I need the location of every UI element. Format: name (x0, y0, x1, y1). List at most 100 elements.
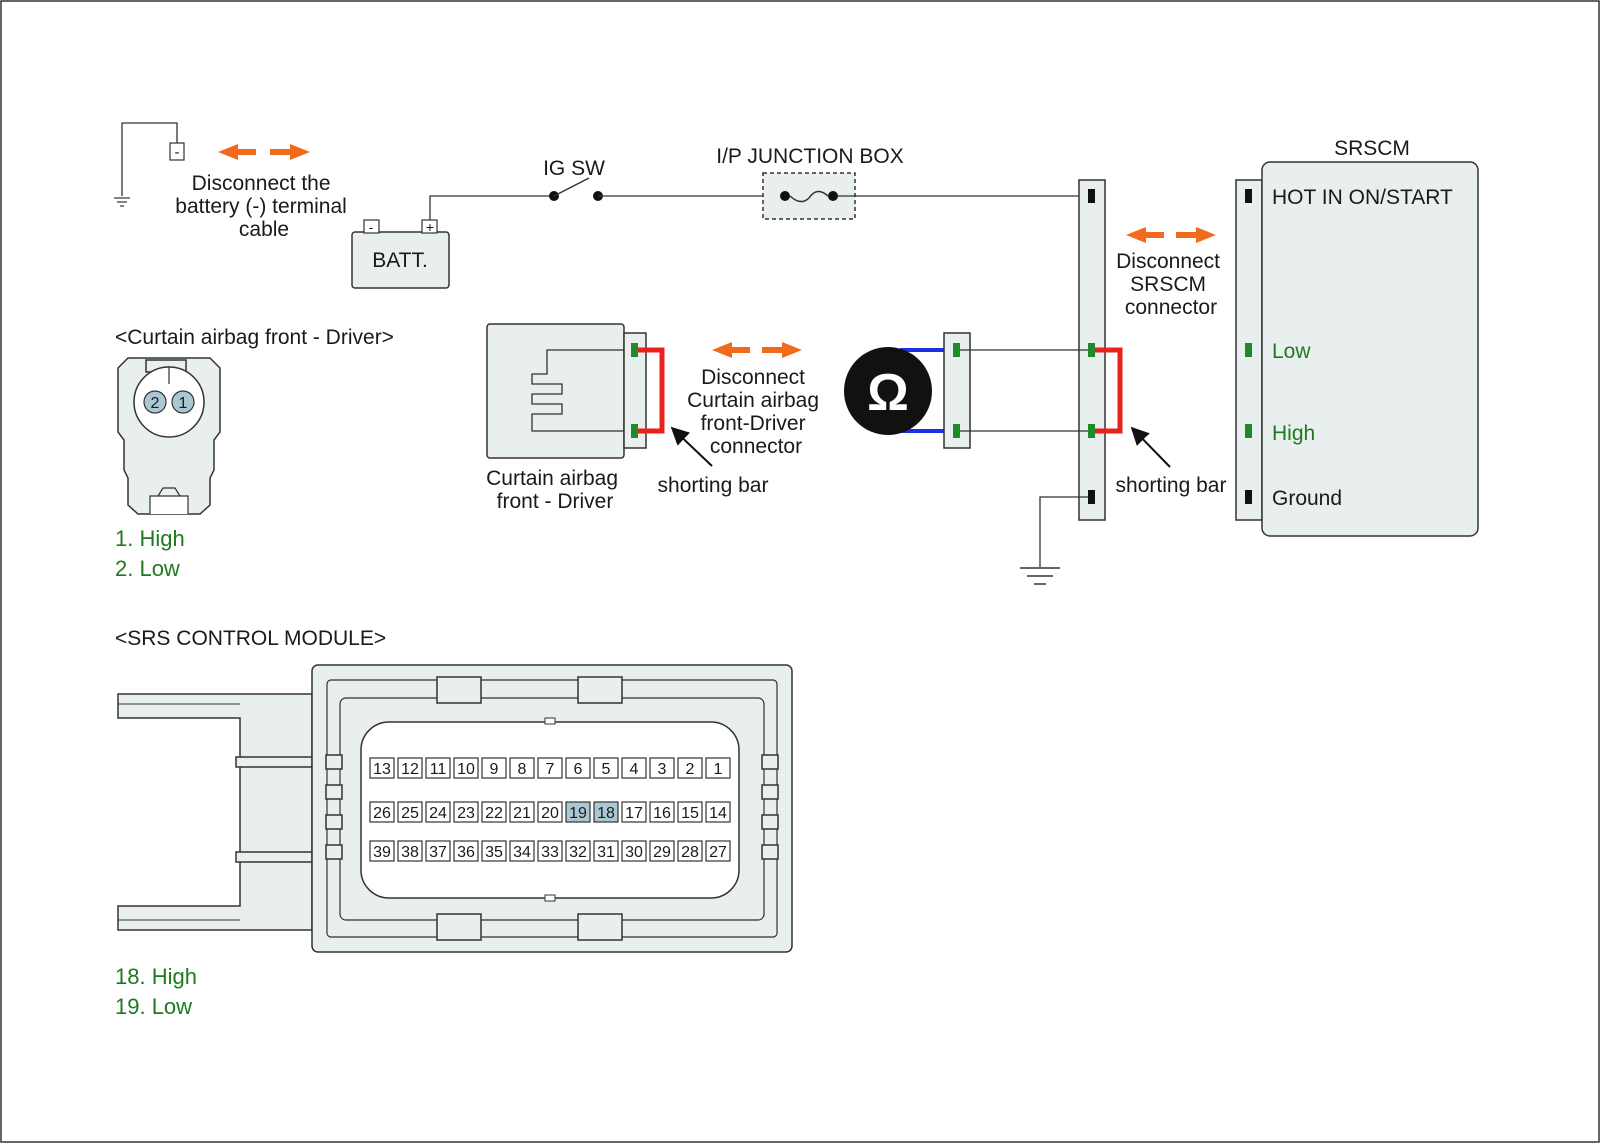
curtain-pin-2-label: 2 (151, 395, 160, 412)
srs-pin-label-4: 4 (630, 761, 639, 778)
srs-pin-37 (425, 840, 451, 862)
srs-pin-label-35: 35 (485, 844, 503, 861)
srs-pin-label-25: 25 (401, 805, 419, 822)
srs-pin-28 (677, 840, 703, 862)
srs-pin-label-31: 31 (597, 844, 615, 861)
ip-junction-box: I/P JUNCTION BOX (716, 145, 904, 220)
srs-pin-label-18: 18 (597, 805, 615, 822)
srs-pin-21 (509, 801, 535, 823)
ip-junction-box-label: I/P JUNCTION BOX (716, 145, 903, 168)
svg-text:+: + (426, 219, 434, 235)
srs-pin-16 (649, 801, 675, 823)
srs-pin-20 (537, 801, 563, 823)
srs-pin-38 (397, 840, 423, 862)
curtain-connector-title: <Curtain airbag front - Driver> (115, 326, 394, 349)
probe-terminal-high (953, 424, 960, 438)
srs-pin-39 (369, 840, 395, 862)
srscm-ground-label: Ground (1272, 487, 1342, 510)
srs-pin-12 (397, 757, 423, 779)
srs-pin-label-23: 23 (457, 805, 475, 822)
srscm-high-label: High (1272, 422, 1315, 445)
disconnect-srscm-label: Disconnect SRSCM connector (1116, 250, 1226, 319)
curtain-pin-1-label: 1 (179, 395, 188, 412)
srs-pin-22 (481, 801, 507, 823)
srs-pin-26 (369, 801, 395, 823)
srs-pin-label-16: 16 (653, 805, 671, 822)
srs-pin-label-27: 27 (709, 844, 727, 861)
svg-text:-: - (175, 144, 180, 161)
srs-pin-11 (425, 757, 451, 779)
srs-pin-label-22: 22 (485, 805, 503, 822)
srs-pin-33 (537, 840, 563, 862)
shorting-bar-label-right: shorting bar (1116, 474, 1227, 497)
srscm-module (1261, 161, 1479, 537)
srs-pin-6 (565, 757, 591, 779)
hot-in-label: HOT IN ON/START (1272, 186, 1453, 209)
srs-pin-5 (593, 757, 619, 779)
disconnect-arrows-curtain (712, 342, 802, 358)
curtain-pin-2 (143, 390, 167, 414)
shorting-bar-pointer-left (670, 426, 713, 467)
srs-pin-14 (705, 801, 731, 823)
chassis-ground (1020, 496, 1088, 585)
srs-pin-23 (453, 801, 479, 823)
srs-pin-29 (649, 840, 675, 862)
srs-pin-24 (425, 801, 451, 823)
srs-pin-label-7: 7 (546, 761, 555, 778)
batt-label: BATT. (372, 249, 428, 272)
srs-pin-label-39: 39 (373, 844, 391, 861)
srs-pin-label-8: 8 (518, 761, 527, 778)
shorting-bar-label-left: shorting bar (658, 474, 769, 497)
srs-pin-label-28: 28 (681, 844, 699, 861)
srs-legend-low: 19. Low (115, 994, 192, 1019)
shorting-bar-pointer-right (1130, 426, 1171, 468)
curtain-connector-face (117, 357, 221, 515)
srs-pin-31 (593, 840, 619, 862)
battery-ground-symbol: - (114, 122, 185, 207)
srs-pin-label-29: 29 (653, 844, 671, 861)
battery: - + BATT. (351, 219, 450, 289)
ohm-symbol: Ω (867, 364, 909, 422)
srs-pin-4 (621, 757, 647, 779)
srs-legend-high: 18. High (115, 964, 197, 989)
curtain-terminal-high (631, 343, 638, 357)
srs-pin-36 (453, 840, 479, 862)
srs-pin-3 (649, 757, 675, 779)
disconnect-arrows-battery (218, 144, 310, 160)
srs-pin-10 (453, 757, 479, 779)
curtain-airbag-component (486, 323, 630, 459)
disconnect-arrows-srscm (1126, 227, 1216, 243)
srs-pin-label-30: 30 (625, 844, 643, 861)
srs-pin-label-1: 1 (714, 761, 723, 778)
srs-pin-label-17: 17 (625, 805, 643, 822)
srscm-shorting-bar (1095, 347, 1123, 434)
srs-pin-label-3: 3 (658, 761, 667, 778)
battery-wire (429, 195, 552, 220)
disconnect-battery-label: Disconnect the battery (-) terminal cabl… (175, 172, 352, 241)
srs-pin-label-9: 9 (490, 761, 499, 778)
srscm-title: SRSCM (1334, 137, 1410, 160)
srs-pin-32 (565, 840, 591, 862)
srs-pin-label-20: 20 (541, 805, 559, 822)
srs-pin-2 (677, 757, 703, 779)
srs-pin-label-36: 36 (457, 844, 475, 861)
srs-pin-18 (593, 801, 619, 823)
srs-pin-9 (481, 757, 507, 779)
srs-pin-label-26: 26 (373, 805, 391, 822)
curtain-shorting-bar (638, 347, 665, 434)
srs-pin-34 (509, 840, 535, 862)
srs-pin-label-38: 38 (401, 844, 419, 861)
srs-pin-label-6: 6 (574, 761, 583, 778)
srscm-terminals (1088, 189, 1252, 504)
disconnect-curtain-label: Disconnect Curtain airbag front-Driver c… (687, 366, 825, 458)
srs-pin-19 (565, 801, 591, 823)
srs-pin-label-33: 33 (541, 844, 559, 861)
curtain-legend-low: 2. Low (115, 556, 180, 581)
svg-text:-: - (369, 219, 374, 235)
srs-pin-13 (369, 757, 395, 779)
srs-pin-label-24: 24 (429, 805, 447, 822)
srs-pin-label-13: 13 (373, 761, 391, 778)
srs-pin-27 (705, 840, 731, 862)
